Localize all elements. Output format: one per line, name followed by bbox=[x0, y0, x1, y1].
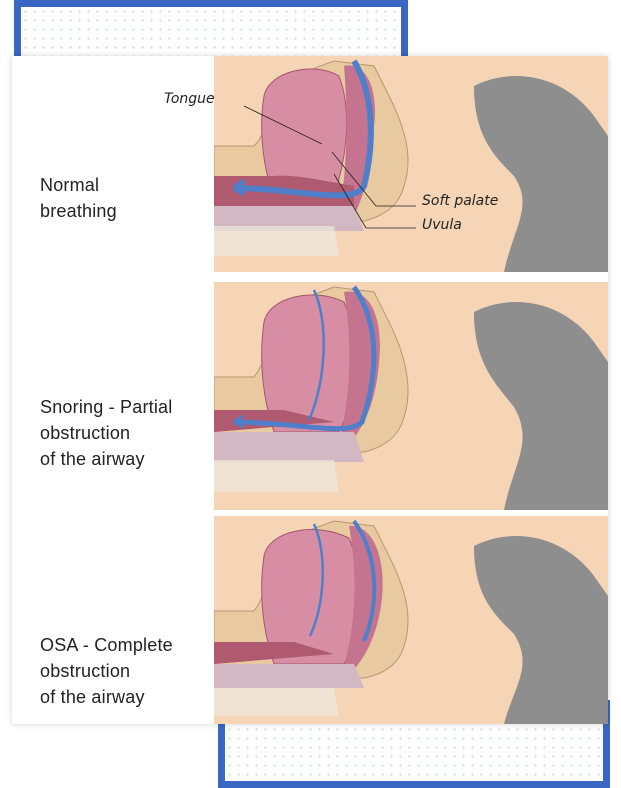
caption-line: of the airway bbox=[40, 449, 145, 469]
panel-caption: Snoring - Partial obstruction of the air… bbox=[40, 394, 172, 472]
panel-snoring: Snoring - Partial obstruction of the air… bbox=[12, 282, 608, 510]
normal-airway-illustration bbox=[214, 56, 608, 272]
tongue-label: Tongue bbox=[164, 91, 215, 107]
osa-airway-illustration bbox=[214, 516, 608, 724]
soft-palate-label: Soft palate bbox=[422, 193, 499, 209]
caption-line: breathing bbox=[40, 201, 117, 221]
caption-line: Snoring - Partial bbox=[40, 397, 173, 417]
caption-line: obstruction bbox=[40, 423, 131, 443]
panel-normal-breathing: Normal breathing Tongue Soft palate Uvul… bbox=[12, 56, 608, 276]
caption-line: OSA - Complete bbox=[40, 635, 173, 655]
decorative-frame-top bbox=[14, 0, 408, 100]
airway-diagram-card: Normal breathing Tongue Soft palate Uvul… bbox=[12, 56, 608, 724]
caption-line: obstruction bbox=[40, 661, 131, 681]
caption-line: of the airway bbox=[40, 687, 145, 707]
panel-osa: OSA - Complete obstruction of the airway bbox=[12, 516, 608, 724]
snoring-airway-illustration bbox=[214, 282, 608, 510]
panel-caption: Normal breathing bbox=[40, 172, 117, 224]
caption-line: Normal bbox=[40, 175, 100, 195]
uvula-label: Uvula bbox=[422, 217, 462, 233]
panel-caption: OSA - Complete obstruction of the airway bbox=[40, 632, 173, 710]
